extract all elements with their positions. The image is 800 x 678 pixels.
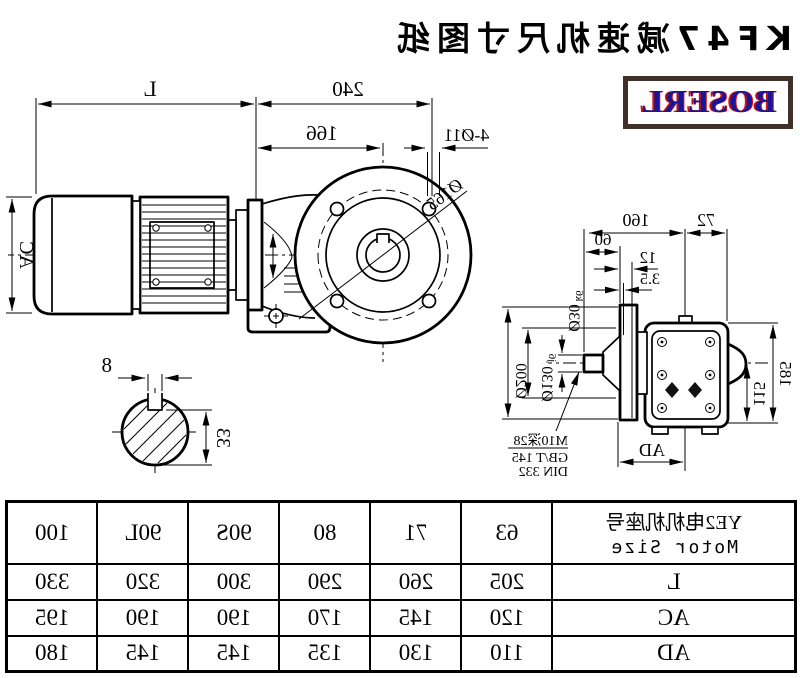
dim-label-3-5: 3.5 — [640, 271, 660, 288]
cell: 145 — [188, 635, 280, 672]
cell: 145 — [97, 635, 189, 672]
dim-label-flange-dia: Ø200 — [512, 363, 529, 399]
dim-label-115: 115 — [750, 382, 769, 407]
table-row: AD 110 130 135 145 145 180 — [6, 635, 796, 672]
output-shaft — [582, 353, 605, 374]
standard-din: DIN 332 — [519, 465, 568, 480]
motor-cooling-fins — [142, 204, 226, 304]
dim-label-166: 166 — [306, 121, 338, 145]
flange-bolt-hole — [421, 293, 437, 309]
cell: 135 — [279, 635, 371, 672]
cell: 260 — [370, 563, 462, 600]
col-header: 90L — [97, 501, 189, 564]
dim-label-L: L — [143, 76, 156, 101]
fan-cover — [32, 194, 134, 316]
shaft-key-section: 8 33 — [102, 353, 234, 476]
cell: 190 — [188, 599, 280, 636]
motor-side-outline — [32, 194, 249, 316]
dim-label-185: 185 — [776, 361, 795, 387]
cell: 320 — [97, 563, 189, 600]
cell: 145 — [370, 599, 462, 636]
center-hole-spec: M10深28 — [514, 433, 568, 449]
flange-bolt-hole — [329, 293, 345, 309]
main-assembly-view: L 240 166 4-Ø11 Ø165 AC — [6, 76, 489, 362]
dimension-table: YE2电机机座号 Motor Size 63 71 80 90S 90L 100… — [5, 500, 797, 673]
dim-label-60: 60 — [595, 230, 612, 249]
row-label: AC — [552, 599, 796, 636]
col-header: 90S — [188, 501, 280, 564]
oil-plug — [688, 382, 702, 398]
dim-label-key-width: 8 — [102, 353, 113, 377]
gearbox-side-view: 160 72 60 12 3.5 Ø30 k6 Ø130 j6 — [502, 210, 795, 480]
col-header: 71 — [370, 501, 462, 564]
table-header-row: YE2电机机座号 Motor Size 63 71 80 90S 90L 100 — [6, 501, 796, 564]
gear-housing — [246, 194, 436, 334]
row-label: L — [552, 563, 796, 600]
side-view-dimensions: 160 72 60 12 3.5 Ø30 k6 Ø130 j6 — [502, 210, 795, 480]
cell: 110 — [461, 635, 553, 672]
cell: 330 — [6, 563, 98, 600]
dim-label-key-height: 33 — [212, 428, 234, 448]
standard-gb: GB/T 145 — [512, 451, 568, 466]
cell: 180 — [6, 635, 98, 672]
cell: 205 — [461, 563, 553, 600]
col-header: 63 — [461, 501, 553, 564]
section-hatching — [123, 400, 187, 464]
dim-label-shaft-dia: Ø30 — [565, 304, 582, 332]
table-row: AC 120 145 170 190 190 195 — [6, 599, 796, 636]
header-motor-size: YE2电机机座号 Motor Size — [552, 501, 796, 564]
cell: 120 — [461, 599, 553, 636]
dim-label-spigot-dia: Ø130 — [538, 366, 555, 402]
cell: 170 — [279, 599, 371, 636]
col-header: 100 — [6, 501, 98, 564]
cell: 190 — [97, 599, 189, 636]
row-label: AD — [552, 635, 796, 672]
output-flange-edge — [618, 303, 639, 422]
cover-bolts — [657, 337, 715, 413]
dim-label-12: 12 — [640, 248, 657, 267]
dim-label-72: 72 — [697, 210, 715, 230]
cell: 300 — [188, 563, 280, 600]
oil-plug — [665, 382, 679, 398]
flange-bolt-hole — [329, 201, 345, 217]
cell: 290 — [279, 563, 371, 600]
col-header: 80 — [279, 501, 371, 564]
dim-label-spigot-fit: j6 — [546, 353, 558, 363]
cell: 195 — [6, 599, 98, 636]
technical-drawing: L 240 166 4-Ø11 Ø165 AC — [6, 76, 795, 480]
flange-bolt-hole — [421, 201, 437, 217]
dim-label-bolt-holes: 4-Ø11 — [444, 125, 489, 145]
dim-label-shaft-fit: k6 — [573, 290, 585, 302]
bearing-boss — [726, 342, 748, 386]
dim-label-AD: AD — [639, 440, 665, 460]
dim-label-160: 160 — [623, 210, 650, 230]
dim-label-240: 240 — [332, 77, 364, 101]
dim-label-AC: AC — [15, 241, 37, 269]
table-row: L 205 260 290 300 320 330 — [6, 563, 796, 600]
cell: 130 — [370, 635, 462, 672]
